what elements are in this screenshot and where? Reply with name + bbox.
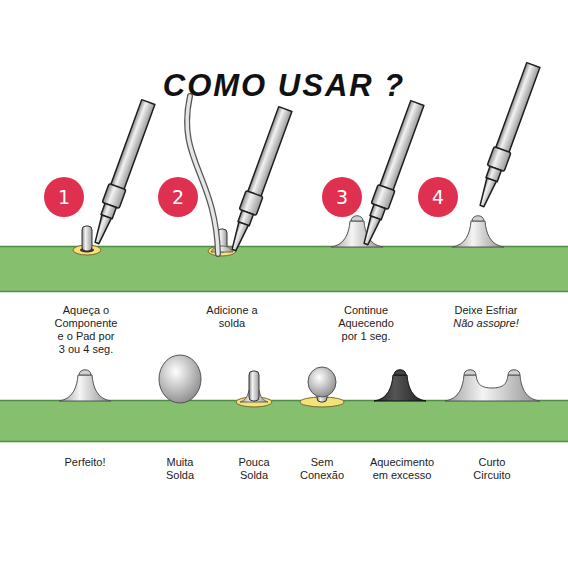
caption-label: Muita Solda [161, 456, 199, 482]
caption-label: Curto Circuito [467, 456, 517, 482]
caption-label: Pouca Solda [235, 456, 273, 482]
caption-label: Aquecimento em excesso [367, 456, 437, 482]
callout-number: 3 [336, 186, 348, 208]
step-circle: 1 [44, 177, 84, 217]
caption-label: Sem Conexão [298, 456, 346, 482]
callout-number: 4 [432, 186, 444, 208]
step-circle: 2 [158, 177, 198, 217]
title: COMO USAR ? [0, 68, 568, 104]
caption-label: Não assopre! [441, 317, 531, 330]
caption-label: Continue Aquecendo por 1 seg. [335, 304, 397, 343]
step-circle: 4 [418, 177, 458, 217]
callout-number: 2 [172, 186, 184, 208]
caption-label: Adicione a solda [206, 304, 258, 330]
callout-number: 1 [58, 186, 70, 208]
caption-label: Aqueça o Componente e o Pad por 3 ou 4 s… [53, 304, 119, 356]
caption-label: Perfeito! [50, 456, 120, 469]
caption-label: Deixe Esfriar [441, 304, 531, 317]
step-circle: 3 [322, 177, 362, 217]
